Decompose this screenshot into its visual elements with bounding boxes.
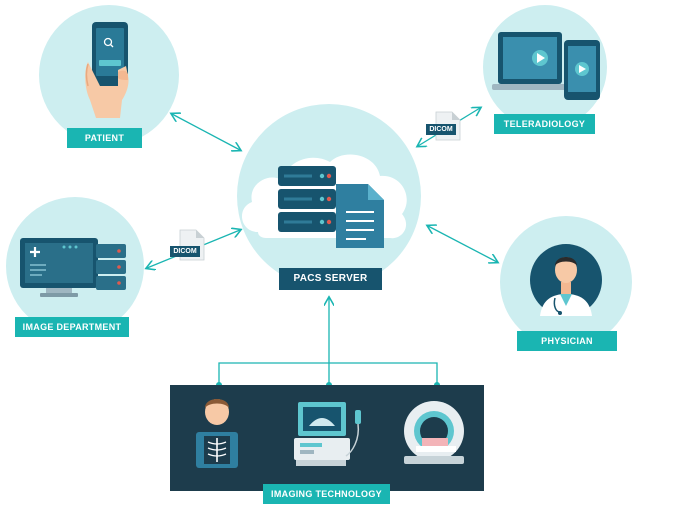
document-icon — [336, 184, 384, 248]
server-tower-icon — [96, 244, 126, 290]
xray-patient-icon — [196, 399, 238, 468]
patient-node — [39, 5, 179, 145]
image-department-label: IMAGE DEPARTMENT — [15, 317, 129, 337]
physician-label: PHYSICIAN — [517, 331, 617, 351]
pacs-server-node — [237, 104, 421, 288]
patient-label: PATIENT — [67, 128, 142, 148]
doctor-icon — [530, 244, 602, 316]
mri-scanner-icon — [404, 401, 464, 464]
physician-node — [500, 216, 632, 348]
imaging-technology-label: IMAGING TECHNOLOGY — [263, 484, 390, 504]
imaging-technology-panel — [170, 385, 484, 491]
teleradiology-node — [483, 5, 607, 129]
server-rack-icon — [278, 166, 336, 232]
hand-icon — [85, 62, 129, 118]
laptop-icon — [492, 32, 568, 90]
imaging-bus-line — [218, 362, 438, 385]
teleradiology-label: TELERADIOLOGY — [494, 114, 595, 134]
pacs-server-label: PACS SERVER — [279, 268, 382, 290]
image-department-node — [6, 197, 144, 335]
ultrasound-machine-icon — [294, 402, 361, 466]
dicom-badge: DICOM — [170, 246, 200, 257]
arrow-physician-pacs — [428, 226, 497, 262]
monitor-icon — [20, 238, 98, 297]
tablet-icon — [564, 40, 600, 100]
dicom-badge: DICOM — [426, 124, 456, 135]
arrow-patient-pacs — [172, 114, 240, 150]
